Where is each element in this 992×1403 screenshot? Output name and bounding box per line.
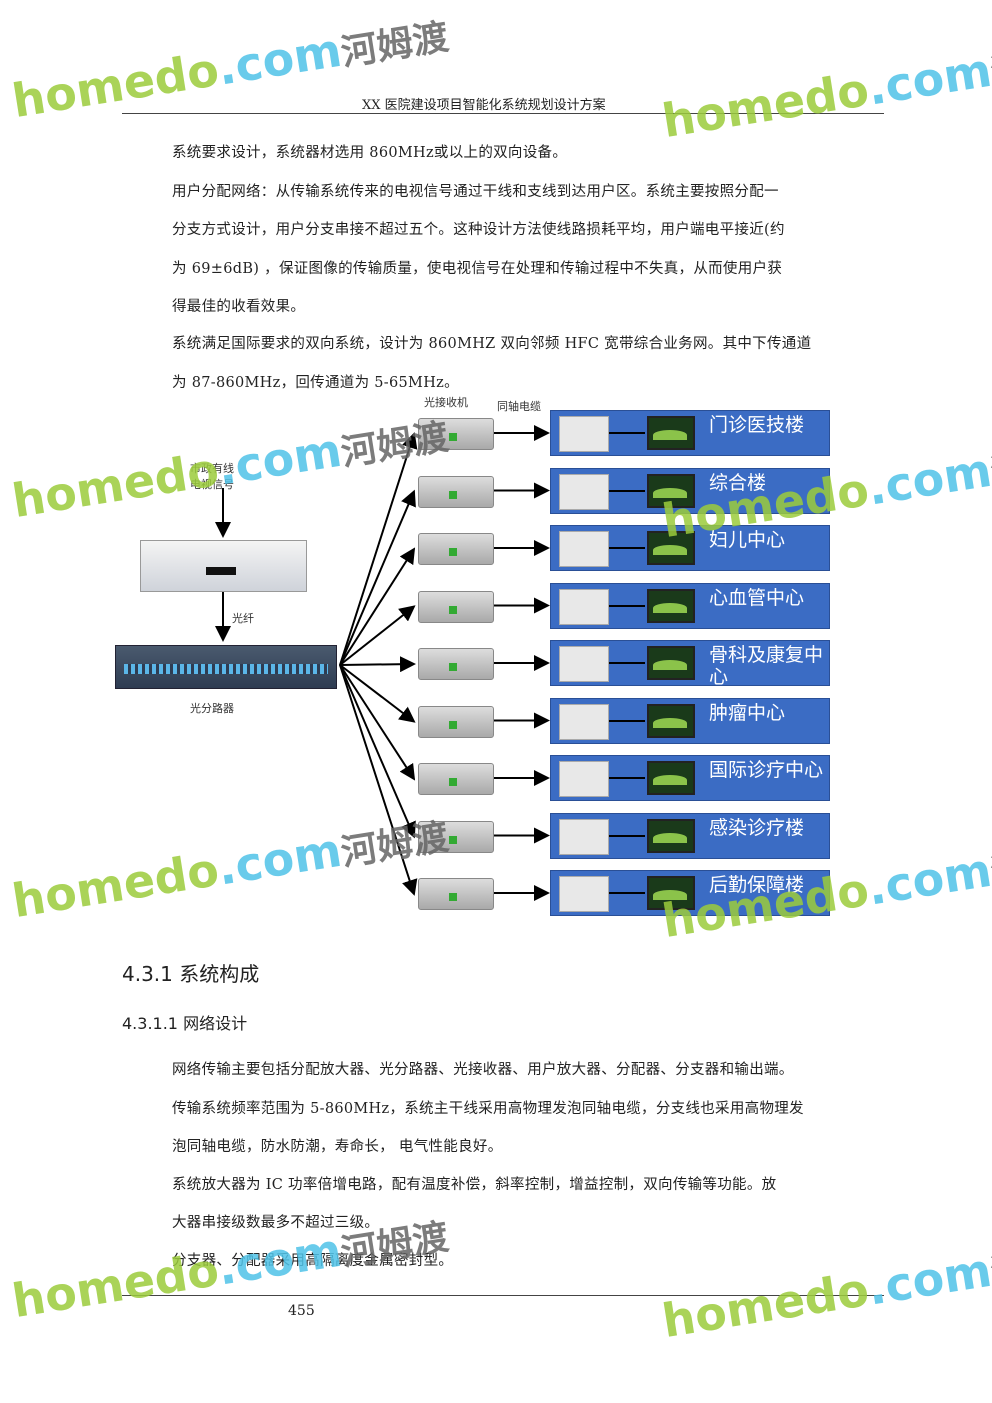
- optical-receiver-device: [418, 763, 494, 795]
- optical-transmitter: [140, 540, 307, 592]
- paragraph-line: 分支器、分配器采用高隔离度金属密封型。: [172, 1253, 454, 1269]
- optical-splitter-device: [115, 645, 337, 689]
- arrow: [609, 489, 645, 492]
- building-box: 感染诊疗楼: [550, 812, 830, 859]
- tap-splitter-icon: [559, 588, 609, 625]
- building-label: 骨科及康复中心: [709, 644, 824, 688]
- tv-icon: [647, 531, 695, 565]
- building-box: 门诊医技楼: [550, 410, 830, 456]
- subsection-heading: 4.3.1.1 网络设计: [122, 1014, 248, 1033]
- fiber-line: [339, 547, 416, 666]
- optical-receiver-device: [418, 878, 494, 910]
- header-rule: [122, 113, 884, 114]
- fiber-line: [339, 664, 416, 781]
- building-box: 骨科及康复中心: [550, 640, 830, 688]
- tap-splitter-icon: [559, 473, 609, 510]
- arrow: [609, 604, 645, 607]
- tap-splitter-icon: [559, 761, 609, 797]
- paragraph-line: 系统满足国际要求的双向系统，设计为 860MHZ 双向邻频 HFC 宽带综合业务…: [172, 336, 812, 352]
- optical-receiver-device: [418, 590, 494, 623]
- building-label: 感染诊疗楼: [709, 816, 805, 839]
- building-label: 综合楼: [709, 471, 767, 494]
- tv-icon: [647, 703, 695, 738]
- label-fiber: 光纤: [232, 612, 254, 625]
- paragraph-line: 得最佳的收看效果。: [172, 299, 306, 315]
- section-heading: 4.3.1 系统构成: [122, 962, 260, 986]
- paragraph-line: 为 69±6dB) ，保证图像的传输质量，使电视信号在处理和传输过程中不失真，从…: [172, 261, 783, 277]
- building-box: 心血管中心: [550, 582, 830, 629]
- paragraph-line: 大器串接级数最多不超过三级。: [172, 1215, 380, 1231]
- paragraph-line: 为 87-860MHz，回传通道为 5-65MHz。: [172, 375, 459, 391]
- arrow: [609, 892, 645, 894]
- building-label: 后勤保障楼: [709, 874, 805, 896]
- optical-receiver-device: [418, 418, 494, 450]
- fiber-line: [339, 605, 416, 666]
- tap-splitter-icon: [559, 703, 609, 740]
- optical-receiver-device: [418, 820, 494, 853]
- paragraph-line: 系统要求设计，系统器材选用 860MHz或以上的双向设备。: [172, 145, 568, 161]
- page-header: XX 医院建设项目智能化系统规划设计方案: [362, 98, 606, 113]
- label-splitter: 光分路器: [190, 702, 234, 715]
- tap-splitter-icon: [559, 416, 609, 452]
- arrow: [609, 432, 645, 434]
- fiber-line: [339, 664, 418, 896]
- tap-splitter-icon: [559, 531, 609, 567]
- tv-icon: [647, 818, 695, 853]
- building-label: 肿瘤中心: [709, 701, 786, 724]
- optical-receiver-device: [418, 475, 494, 508]
- building-label: 心血管中心: [709, 586, 805, 609]
- label-coax: 同轴电缆: [497, 400, 541, 413]
- building-label: 妇儿中心: [709, 529, 786, 551]
- tap-splitter-icon: [559, 818, 609, 855]
- tv-icon: [647, 646, 695, 680]
- building-box: 后勤保障楼: [550, 870, 830, 916]
- optical-receiver-device: [418, 648, 494, 680]
- optical-receiver-device: [418, 705, 494, 738]
- paragraph-line: 网络传输主要包括分配放大器、光分路器、光接收器、用户放大器、分配器、分支器和输出…: [172, 1062, 794, 1078]
- arrow: [609, 777, 645, 779]
- tap-splitter-icon: [559, 876, 609, 912]
- tv-icon: [647, 416, 695, 450]
- label-receiver: 光接收机: [424, 396, 468, 409]
- page-number: 455: [288, 1303, 315, 1319]
- fiber-line: [339, 656, 416, 673]
- arrow: [609, 719, 645, 722]
- fiber-line: [339, 432, 418, 666]
- paragraph-line: 系统放大器为 IC 功率倍增电路，配有温度补偿，斜率控制，增益控制，双向传输等功…: [172, 1177, 777, 1193]
- arrow: [609, 662, 645, 664]
- fiber-line: [339, 664, 416, 839]
- paragraph-line: 分支方式设计，用户分支串接不超过五个。这种设计方法使线路损耗平均，用户端电平接近…: [172, 222, 785, 238]
- tv-icon: [647, 876, 695, 910]
- paragraph-line: 用户分配网络：从传输系统传来的电视信号通过干线和支线到达用户区。系统主要按照分配…: [172, 184, 779, 200]
- footer-rule: [122, 1295, 884, 1296]
- building-box: 综合楼: [550, 467, 830, 514]
- tap-splitter-icon: [559, 646, 609, 682]
- fiber-line: [339, 489, 416, 666]
- tv-icon: [647, 761, 695, 795]
- tv-icon: [647, 588, 695, 623]
- building-box: 国际诊疗中心: [550, 755, 830, 801]
- building-label: 国际诊疗中心: [709, 759, 824, 781]
- arrow: [609, 834, 645, 837]
- arrow: [609, 547, 645, 549]
- building-box: 肿瘤中心: [550, 697, 830, 744]
- building-box: 妇儿中心: [550, 525, 830, 571]
- tv-icon: [647, 473, 695, 508]
- building-label: 门诊医技楼: [709, 414, 805, 436]
- fiber-line: [339, 664, 416, 723]
- paragraph-line: 传输系统频率范围为 5-860MHz，系统主干线采用高物理发泡同轴电缆，分支线也…: [172, 1101, 804, 1117]
- paragraph-line: 泡同轴电缆，防水防潮，寿命长， 电气性能良好。: [172, 1139, 503, 1155]
- label-source: 市政有线电视信号: [190, 462, 234, 491]
- optical-receiver-device: [418, 533, 494, 565]
